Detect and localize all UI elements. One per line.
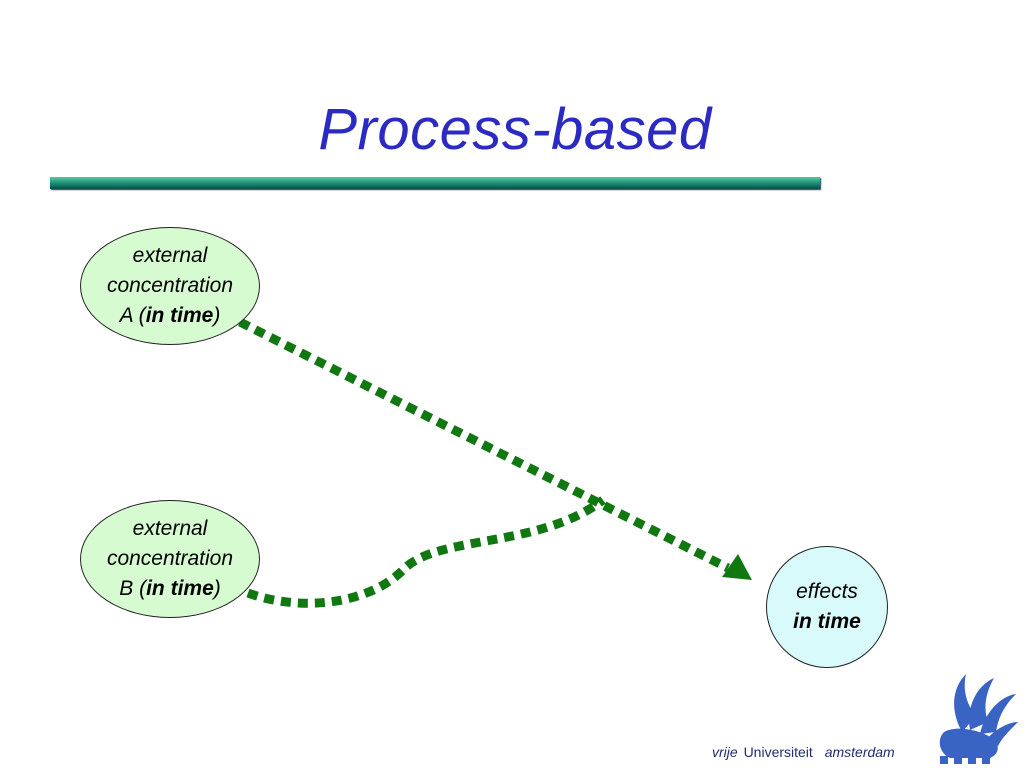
node-a-line1: external <box>132 244 208 267</box>
slide-title: Process-based <box>318 97 712 162</box>
node-effects-in-time: effects in time <box>766 546 888 668</box>
node-external-concentration-b: external concentration B (in time) <box>80 500 260 618</box>
footer-word-vrije: vrije <box>712 744 738 760</box>
node-a-line3: A (in time) <box>119 304 221 327</box>
griffin-icon <box>939 674 1018 764</box>
footer-university-name: vrije Universiteit amsterdam <box>712 744 895 760</box>
node-b-line3: B (in time) <box>119 577 221 600</box>
node-effects-line1: effects <box>796 580 858 603</box>
node-b-line1: external <box>132 517 208 540</box>
title-underline-bar <box>50 177 820 189</box>
arrow-a-to-effects <box>237 317 731 573</box>
node-a-line2: concentration <box>106 274 234 297</box>
arrow-b-merge <box>246 496 606 608</box>
node-effects-line2: in time <box>793 610 861 633</box>
footer-word-universiteit: Universiteit <box>743 744 813 760</box>
node-external-concentration-a: external concentration A (in time) <box>80 227 260 345</box>
footer-word-amsterdam: amsterdam <box>824 744 895 760</box>
node-b-line2: concentration <box>106 547 234 570</box>
arrowhead-effects <box>722 554 752 580</box>
